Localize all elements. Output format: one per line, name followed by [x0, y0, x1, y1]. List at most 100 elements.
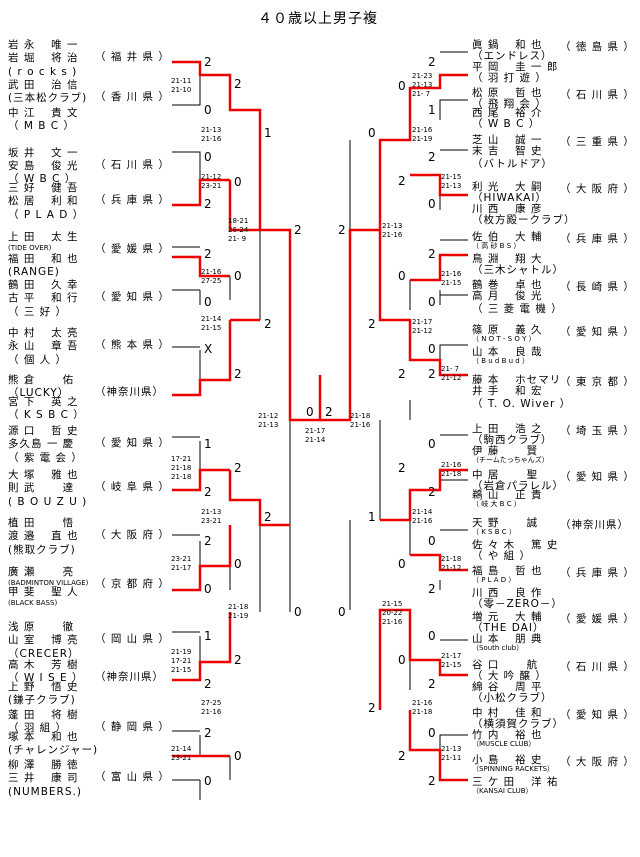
point: 2 — [428, 485, 436, 499]
entry-text: 岩 永 唯 一 — [8, 39, 79, 51]
entry-text: 鶴 田 久 幸 — [8, 279, 79, 291]
entry-text: 福 島 哲 也 — [472, 565, 543, 577]
entry-text: 井 手 和 宏 — [472, 385, 543, 397]
entry-text: 西 尾 裕 介 — [472, 107, 543, 119]
entry-text: 柳 澤 勝 徳 — [8, 759, 79, 771]
entry-text: 松 原 哲 也 — [472, 87, 543, 99]
point: 0 — [234, 749, 242, 763]
entry-text: 三 好 健 吾 — [8, 182, 79, 194]
point: 2 — [294, 223, 302, 237]
prefecture-label: （ 埼 玉 県 ） — [560, 425, 635, 437]
entry-text: 則 武 達 — [8, 482, 75, 494]
prefecture-label: （ 兵 庫 県 ） — [560, 567, 635, 579]
entry-text: 山 本 良 哉 — [472, 346, 543, 358]
entry-text: 川 西 良 作 — [472, 587, 543, 599]
point: 0 — [306, 405, 314, 419]
prefecture-label: （ 愛 知 県 ） — [95, 437, 170, 449]
point: 2 — [264, 317, 272, 331]
score: 21-13 21-16 — [201, 126, 222, 143]
point: 0 — [234, 269, 242, 283]
score: 21-17 21-15 — [441, 652, 462, 669]
prefecture-label: （ 石 川 県 ） — [560, 661, 635, 673]
entry-text: （チームたっちゃんズ） — [472, 456, 549, 464]
entry-text: 浅 原 徹 — [8, 621, 75, 633]
point: 0 — [428, 437, 436, 451]
entry-text: （ 高 砂 B S ） — [472, 242, 521, 250]
entry-text: (チャレンジャー) — [8, 744, 99, 756]
point: 2 — [234, 461, 242, 475]
point: 2 — [234, 77, 242, 91]
entry-text: (鎌子クラブ) — [8, 694, 76, 706]
point: 2 — [398, 461, 406, 475]
point: 0 — [368, 126, 376, 140]
prefecture-label: （ 東 京 都 ） — [560, 376, 635, 388]
entry-text: 藤 本 ホセマリ — [472, 374, 562, 386]
point: 1 — [428, 103, 436, 117]
prefecture-label: （ 岡 山 県 ） — [95, 633, 170, 645]
prefecture-label: （ 福 井 県 ） — [95, 51, 170, 63]
score: 21-16 21-15 — [441, 270, 462, 287]
score: 21-16 21-18 — [441, 461, 462, 478]
score: 21-14 21-15 — [201, 315, 222, 332]
point: 2 — [398, 174, 406, 188]
score: 21-16 21-18 — [412, 699, 433, 716]
entry-text: （ 羽 組 ） — [8, 722, 68, 734]
prefecture-label: （ 京 都 府 ） — [95, 578, 170, 590]
entry-text: 川 西 康 彦 — [472, 203, 543, 215]
entry-text: （ 三 菱 電 機 ） — [472, 303, 563, 315]
entry-text: 中 村 佳 和 — [472, 707, 543, 719]
entry-text: （ 三 好 ） — [8, 306, 68, 318]
prefecture-label: （ 愛 媛 県 ） — [95, 243, 170, 255]
point: 0 — [428, 197, 436, 211]
entry-text: （ B u d B u d ） — [472, 357, 529, 365]
prefecture-label: （ 岐 阜 県 ） — [95, 481, 170, 493]
entry-text: 小 島 裕 史 — [472, 754, 543, 766]
entry-text: 中 江 貴 文 — [8, 107, 79, 119]
point: 1 — [368, 510, 376, 524]
point: 2 — [338, 223, 346, 237]
point: 2 — [204, 726, 212, 740]
prefecture-label: （ 愛 知 県 ） — [95, 291, 170, 303]
entry-text: 坂 井 文 一 — [8, 147, 79, 159]
point: 2 — [204, 55, 212, 69]
entry-text: 岩 堀 将 治 — [8, 52, 79, 64]
entry-text: 中 村 太 亮 — [8, 327, 79, 339]
prefecture-label: （ 兵 庫 県 ） — [560, 233, 635, 245]
prefecture-label: （ 香 川 県 ） — [95, 91, 170, 103]
score: 21-17 21-14 — [305, 427, 326, 444]
entry-text: （ W I S E ） — [8, 672, 84, 684]
entry-text: （横須賀クラブ） — [472, 718, 564, 730]
prefecture-label: （ 長 崎 県 ） — [560, 281, 635, 293]
entry-text: （ T. O. Wiver ） — [472, 398, 572, 410]
entry-text: 佐 々 木 篤 史 — [472, 539, 559, 551]
entry-text: （HIWAKAI） — [472, 192, 547, 204]
score: 21-16 27-25 — [201, 268, 222, 285]
prefecture-label: （ 愛 知 県 ） — [560, 326, 635, 338]
page-title: ４０歳以上男子複 — [258, 11, 378, 27]
score: 21-14 21-16 — [412, 508, 433, 525]
entry-text: 鶴 巻 卓 也 — [472, 279, 543, 291]
point: 2 — [428, 677, 436, 691]
entry-text: 上 野 悟 史 — [8, 681, 79, 693]
entry-text: 高 木 芳 樹 — [8, 659, 79, 671]
entry-text: 宮 下 英 之 — [8, 396, 79, 408]
point: 2 — [398, 367, 406, 381]
entry-text: 熊 倉 佑 — [8, 374, 75, 386]
entry-text: （三木シャトル） — [472, 264, 564, 276]
score: 21- 7 21-12 — [441, 365, 462, 382]
entry-text: 鳥 淵 翔 大 — [472, 253, 543, 265]
entry-text: 伊 藤 賢 — [472, 445, 539, 457]
entry-text: （エンドレス） — [472, 50, 553, 62]
entry-text: 甲 斐 聖 人 — [8, 586, 79, 598]
point: 0 — [234, 175, 242, 189]
entry-text: 増 元 大 輔 — [472, 611, 543, 623]
entry-text: （ 飛 翔 会 ） — [472, 98, 547, 110]
entry-text: 安 島 俊 光 — [8, 160, 79, 172]
point: 0 — [398, 557, 406, 571]
point: 2 — [234, 653, 242, 667]
entry-text: (三本松クラブ) — [8, 92, 88, 104]
point: 2 — [428, 367, 436, 381]
point: 2 — [398, 749, 406, 763]
